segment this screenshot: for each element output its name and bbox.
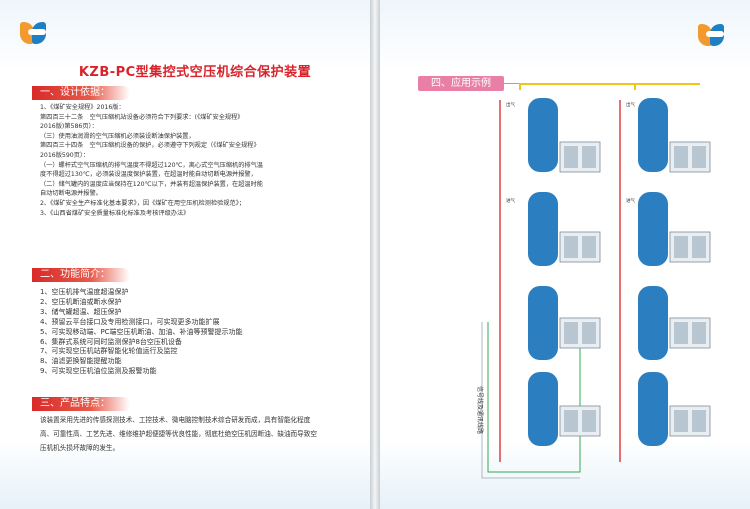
tank-column-1 bbox=[528, 98, 558, 446]
function-item: 5、可实现移动端、PC端空压机断油、加油、补油等预警提示功能 bbox=[40, 327, 243, 336]
design-basis-line: （一）螺杆式空气压缩机的排气温度不得超过120℃，离心式空气压缩机的排气温 bbox=[40, 161, 263, 169]
section-heading-design-basis: 一、设计依据： bbox=[32, 86, 130, 100]
pipe-yellow bbox=[519, 83, 700, 90]
pipe-label-out: 出气 bbox=[626, 101, 635, 108]
function-item: 1、空压机排气温度超温保护 bbox=[40, 288, 129, 296]
company-logo bbox=[20, 20, 54, 46]
air-tank bbox=[528, 286, 558, 360]
design-basis-line: 第四百三十四条 空气压缩机设备的保护，必须遵守下列规定（《煤矿安全规程》 bbox=[40, 142, 260, 150]
document-title: KZB-PC型集控式空压机综合保护装置 bbox=[78, 65, 312, 80]
top-decoration bbox=[380, 0, 750, 70]
design-basis-line: 3、《山西省煤矿安全质量标准化标准及考核评级办法》 bbox=[40, 209, 190, 217]
air-tank bbox=[528, 192, 558, 266]
design-basis-line: 1、《煤矿安全规程》2016版： bbox=[40, 104, 125, 111]
signal-line bbox=[487, 322, 581, 473]
function-item: 9、可实现空压机油位监测及报警功能 bbox=[40, 367, 157, 376]
design-basis-line: 自动切断电源并报警。 bbox=[40, 190, 102, 198]
left-page: KZB-PC型集控式空压机综合保护装置 一、设计依据： 1、《煤矿安全规程》20… bbox=[0, 0, 370, 509]
application-diagram: 出气 出气 进气 进气 信号线及通讯线路 bbox=[476, 83, 711, 479]
signal-line bbox=[481, 322, 580, 479]
air-tank bbox=[638, 98, 668, 172]
design-basis-line: 2016版)第586页）： bbox=[40, 123, 98, 131]
air-tank bbox=[528, 98, 558, 172]
functions-list: 1、空压机排气温度超温保护 2、空压机断油或断水保护 3、储气罐超温、超压保护 … bbox=[40, 288, 310, 377]
air-tank bbox=[528, 372, 558, 446]
company-logo bbox=[698, 22, 732, 48]
function-item: 4、预留云平台接口及专用检测接口，可实现更多功能扩展 bbox=[40, 317, 220, 326]
section-heading-functions: 二、功能简介： bbox=[32, 268, 130, 282]
air-tank bbox=[638, 372, 668, 446]
function-item: 2、空压机断油或断水保护 bbox=[40, 297, 122, 306]
top-decoration bbox=[0, 0, 370, 70]
design-basis-text: 1、《煤矿安全规程》2016版： 第四百三十二条 空气压缩机站设备必须符合下列要… bbox=[40, 103, 322, 218]
design-basis-line: 第四百三十二条 空气压缩机站设备必须符合下列要求：(《煤矿安全规程》 bbox=[40, 113, 244, 121]
function-item: 7、可实现空压机站群智能化轮值运行及监控 bbox=[40, 347, 178, 356]
design-basis-line: 度不得超过130℃，必须装设温度保护装置，在超温时能自动切断电源并报警， bbox=[40, 171, 257, 179]
design-basis-line: （二）储气罐内的温度应当保持在120℃以下，并装有超温保护装置，在超温时能 bbox=[40, 180, 263, 188]
page-gutter bbox=[370, 0, 380, 509]
signal-line-label: 信号线及通讯线路 bbox=[476, 386, 484, 434]
design-basis-line: 2、《煤矿安全生产标准化基本要求》，因《煤矿在用空压机检测检验规范》； bbox=[40, 199, 246, 207]
design-basis-line: （三）使用油润滑的空气压缩机必须装设断油保护装置， bbox=[40, 132, 195, 140]
tank-column-2 bbox=[638, 98, 668, 446]
function-item: 3、储气罐超温、超压保护 bbox=[40, 307, 122, 316]
function-item: 8、油滤更换智能提醒功能 bbox=[40, 357, 122, 366]
design-basis-line: 2016版590页）： bbox=[40, 151, 90, 159]
pipe-label-out: 出气 bbox=[506, 101, 515, 108]
air-tank bbox=[638, 286, 668, 360]
function-item: 6、集群式系统可同时监测保护8台空压机设备 bbox=[40, 337, 182, 346]
features-paragraph: 该装置采用先进的传感探测技术、工控技术、微电脑控制技术综合研发而成，具有智能化程… bbox=[40, 416, 317, 452]
bottom-decoration bbox=[380, 439, 750, 509]
air-tank bbox=[638, 192, 668, 266]
pipe-label-in: 进气 bbox=[506, 197, 515, 204]
bottom-decoration bbox=[0, 439, 370, 509]
section-heading-features: 三、产品特点： bbox=[32, 397, 130, 411]
pipe-label-in: 进气 bbox=[626, 197, 635, 204]
